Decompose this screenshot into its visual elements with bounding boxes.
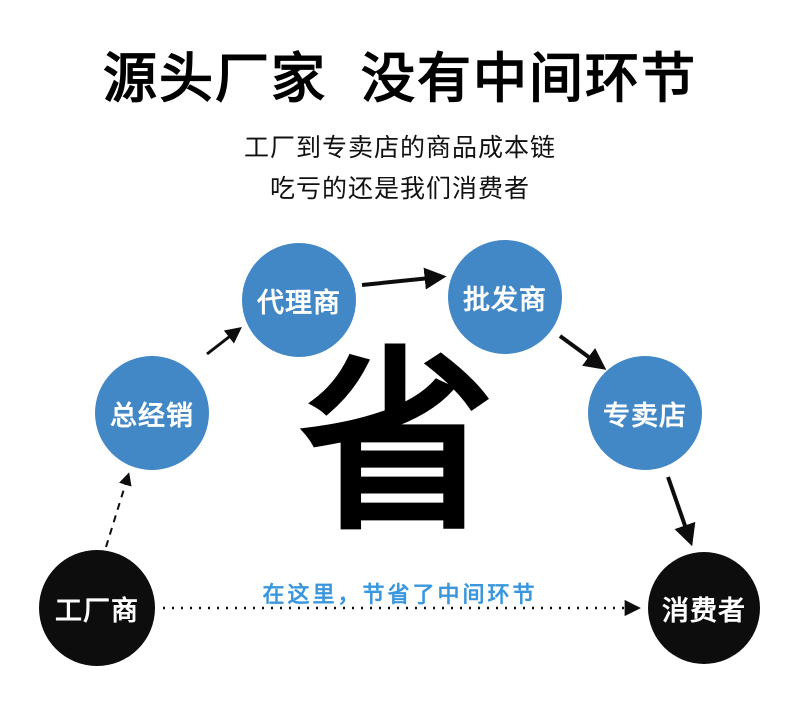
page-title: 源头厂家 没有中间环节 bbox=[102, 49, 697, 109]
arrow-store-to-consumer bbox=[666, 476, 696, 547]
node-factory: 工厂商 bbox=[39, 550, 155, 666]
node-consumer-label: 消费者 bbox=[662, 595, 746, 626]
node-factory-label: 工厂商 bbox=[55, 595, 139, 626]
arrow-distributor-to-agent bbox=[206, 326, 242, 356]
node-consumer: 消费者 bbox=[648, 552, 760, 664]
arrow-agent-to-wholesaler bbox=[361, 267, 447, 290]
node-wholesaler: 批发商 bbox=[448, 240, 562, 354]
diagram-caption: 在这里，节省了中间环节 bbox=[262, 582, 538, 607]
subtitle-line-1: 工厂到专卖店的商品成本链 bbox=[243, 134, 556, 162]
arrow-wholesaler-to-store bbox=[558, 334, 607, 370]
subtitle-line-2: 吃亏的还是我们消费者 bbox=[269, 175, 530, 203]
arrow-factory-to-distributor bbox=[105, 472, 132, 548]
node-wholesaler-label: 批发商 bbox=[463, 284, 547, 315]
node-specialty-store: 专卖店 bbox=[588, 356, 702, 470]
node-specialty-store-label: 专卖店 bbox=[603, 400, 687, 431]
save-character: 省 bbox=[298, 334, 495, 553]
node-agent: 代理商 bbox=[242, 243, 356, 357]
node-agent-label: 代理商 bbox=[257, 287, 341, 318]
node-general-distributor-label: 总经销 bbox=[110, 400, 194, 431]
node-general-distributor: 总经销 bbox=[95, 356, 209, 470]
